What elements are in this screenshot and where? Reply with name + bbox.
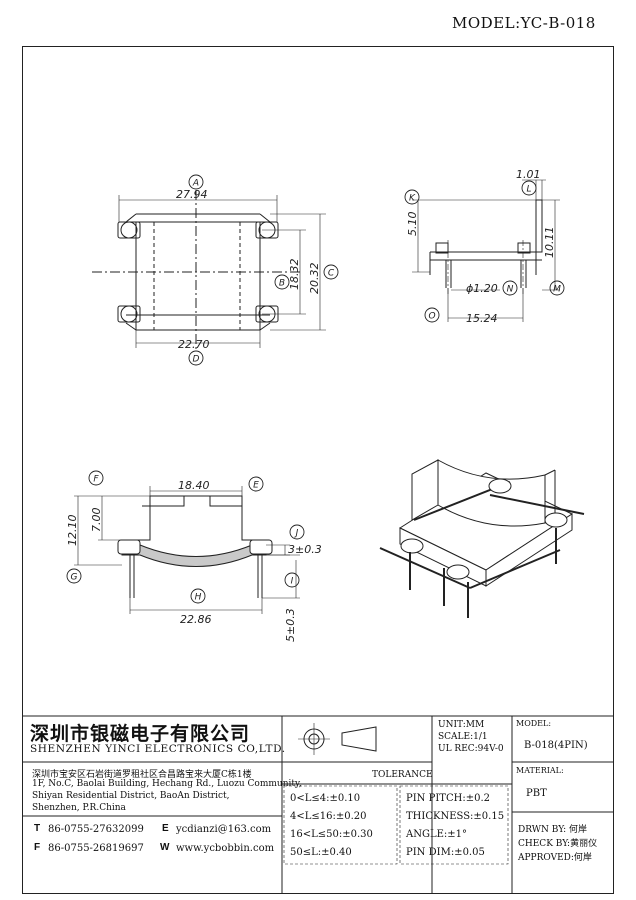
dim-width-bottom: 22.70 [178,338,210,351]
company-name-cn: 深圳市银磁电子有限公司 [30,723,251,745]
dim-height-outer: 20.32 [308,263,321,295]
tolerance-row-3: 16<L≤50:±0.30 [290,829,373,840]
fax-label: F [34,842,41,853]
tolerance-row-2: 4<L≤16:±0.20 [290,811,367,822]
dim-front-h1: 12.10 [66,515,79,547]
web-label: W [160,842,170,853]
drawing-sheet [22,46,614,894]
unit-text: UNIT:MM [438,720,485,730]
address-en-1: 1F, No.C, Baolai Building, Hechang Rd., … [32,779,302,789]
email-address[interactable]: ycdianzi@163.com [176,824,272,835]
model-title: MODEL:YC-B-018 [452,14,596,32]
label-O: O [428,312,435,322]
label-J: J [294,529,299,539]
label-D: D [193,355,200,365]
dim-side-height: 5.10 [406,212,419,237]
label-G: G [71,573,78,583]
checked-by: CHECK BY:黄丽仪 [518,839,598,849]
dim-front-h2: 7.00 [90,508,103,533]
label-N: N [507,285,514,295]
fax-number: 86-0755-26819697 [48,843,144,854]
label-B: B [279,279,285,289]
dim-pin-dia: ϕ1.20 [466,282,498,295]
material-value: PBT [526,788,547,799]
label-H: H [195,593,202,603]
isometric-view [379,459,585,618]
address-cn: 深圳市宝安区石岩街道罗租社区合昌路宝来大厦C栋1楼 [32,770,252,780]
tel-label: T [34,823,41,834]
address-en-3: Shenzhen, P.R.China [32,803,126,813]
approved-by: APPROVED:何岸 [518,853,592,863]
address-en-2: Shiyan Residential District, BaoAn Distr… [32,791,230,801]
label-M: M [553,285,561,295]
title-block-frame [22,715,614,894]
thickness-tol: THICKNESS:±0.15 [406,811,505,822]
model-label: MODEL: [516,719,552,728]
company-name-en: SHENZHEN YINCI ELECTRONICS CO,LTD. [30,743,286,755]
material-label: MATERIAL: [516,766,564,775]
tel-number: 86-0755-27632099 [48,824,144,835]
dim-side-total: 10.11 [543,227,556,259]
label-L: L [526,185,531,195]
angle-tol: ANGLE:±1° [406,829,468,840]
front-view [74,486,300,614]
tolerance-title: TOLERANCE [372,770,433,780]
email-label: E [162,823,169,834]
dim-height-inner: 18.32 [288,259,301,291]
label-K: K [409,194,416,204]
model-value: B-018(4PIN) [524,740,588,751]
label-I: I [291,577,294,587]
dim-front-top: 18.40 [178,479,210,492]
tolerance-row-1: 0<L≤4:±0.10 [290,793,361,804]
dim-front-bottom: 22.86 [180,613,212,626]
dim-pin-span: 15.24 [466,312,498,325]
dim-width-top: 27.94 [176,188,208,201]
label-A: A [192,179,199,189]
label-F: F [93,475,99,485]
drawn-by: DRWN BY: 何岸 [518,825,587,835]
pin-dim-tol: PIN DIM:±0.05 [406,847,485,858]
dim-front-thick: 3±0.3 [288,543,322,556]
label-E: E [253,481,259,491]
dim-front-pin: 5±0.3 [284,608,297,642]
top-view [92,190,326,350]
label-C: C [328,269,335,279]
tolerance-row-4: 50≤L:±0.40 [290,847,352,858]
web-address[interactable]: www.ycbobbin.com [176,843,275,854]
ul-rec-text: UL REC:94V-0 [438,744,504,754]
scale-text: SCALE:1/1 [438,732,488,742]
side-view [412,179,560,322]
pin-pitch-tol: PIN PITCH:±0.2 [406,793,490,804]
dim-side-top: 1.01 [516,168,541,181]
